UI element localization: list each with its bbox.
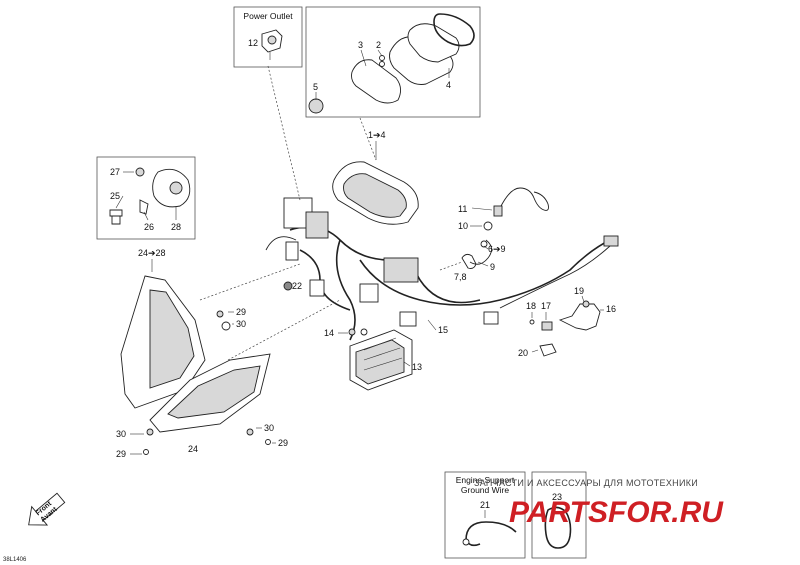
sensor-plug-11 (493, 205, 503, 217)
callout-25: 25 (110, 191, 120, 201)
callout-19: 19 (574, 286, 584, 296)
part-23-strap (544, 506, 572, 549)
callout-13: 13 (412, 362, 422, 372)
relay-17 (541, 321, 553, 331)
callout-24: 24 (188, 444, 198, 454)
gauge-lens (407, 23, 460, 63)
callout-29-c: 29 (278, 438, 288, 448)
callout-7-8: 7,8 (454, 272, 467, 282)
callout-28: 28 (171, 222, 181, 232)
power-outlet-box: Power Outlet 12 (233, 6, 303, 68)
harness-connector-a (399, 311, 417, 327)
grommet-22 (283, 281, 293, 291)
callout-16: 16 (606, 304, 616, 314)
headlight-fasteners: 29 30 30 29 30 29 (116, 307, 288, 459)
engine-support-title-1: Engine Support (456, 475, 515, 485)
instrument-cluster-box: 3 2 4 5 (305, 6, 481, 118)
callout-4: 4 (446, 80, 451, 90)
callout-2: 2 (376, 40, 381, 50)
watermark-logo: PARTSFOR.RU (509, 496, 724, 529)
callout-23: 23 (552, 492, 562, 502)
engine-support-ground-wire-box: Engine Support Ground Wire 21 (444, 471, 526, 559)
voltage-regulator (349, 329, 413, 391)
front-direction-arrow: Front Avant (28, 492, 66, 526)
watermark: ЗАПЧАСТИ И АКСЕССУАРЫ ДЛЯ МОТОТЕХНИКИ PA… (474, 478, 724, 529)
main-wiring-harness (265, 197, 619, 341)
callout-18: 18 (526, 301, 536, 311)
regulator-nut (360, 328, 368, 336)
callout-30-c: 30 (264, 423, 274, 433)
power-outlet-title: Power Outlet (243, 11, 293, 21)
switch-7-8 (461, 253, 477, 269)
callout-30-b: 30 (116, 429, 126, 439)
callout-6-9: 6➔9 (488, 244, 506, 254)
headlight-bulb (109, 209, 123, 225)
harness-end-connector (603, 235, 619, 247)
headlight-bulb-box: 27 25 26 28 (96, 156, 196, 240)
callout-14: 14 (324, 328, 334, 338)
callout-27: 27 (110, 167, 120, 177)
callout-21: 21 (480, 500, 490, 510)
diagram-code: 38L1406 (3, 557, 27, 563)
callout-29-b: 29 (116, 449, 126, 459)
callout-9: 9 (490, 262, 495, 272)
gauge-knob (308, 98, 324, 114)
callout-20: 20 (518, 348, 528, 358)
bulb-clip (139, 199, 149, 215)
callout-26: 26 (144, 222, 154, 232)
callout-30-a: 30 (236, 319, 246, 329)
callout-10: 10 (458, 221, 468, 231)
callout-12: 12 (248, 38, 258, 48)
harness-connector-b (483, 311, 499, 325)
headlight-assembly (120, 275, 271, 433)
relay-20 (539, 343, 557, 357)
fuse-block (383, 257, 419, 283)
callout-3: 3 (358, 40, 363, 50)
callout-22: 22 (292, 281, 302, 291)
watermark-tagline: ЗАПЧАСТИ И АКСЕССУАРЫ ДЛЯ МОТОТЕХНИКИ (474, 478, 698, 488)
callout-11: 11 (458, 204, 467, 214)
callout-5: 5 (313, 82, 318, 92)
relay-bracket-group (529, 295, 604, 357)
bulb-boot (135, 167, 145, 177)
seal-10 (483, 221, 493, 231)
instrument-cluster (332, 161, 419, 225)
bracket-16 (558, 303, 601, 331)
gauge-bezel (351, 59, 401, 104)
callout-17: 17 (541, 301, 551, 311)
callout-15: 15 (438, 325, 448, 335)
callout-24-28: 24➔28 (138, 248, 166, 258)
callout-1-4-top: 1➔4 (368, 130, 386, 140)
callout-29-a: 29 (236, 307, 246, 317)
regulator-screw (348, 328, 356, 336)
engine-support-title-2: Ground Wire (461, 485, 509, 495)
gauge-seal (433, 13, 475, 47)
sensor-cable (461, 187, 549, 269)
part-23-box: 23 (531, 471, 587, 559)
assembly-dashed-lines (199, 65, 463, 361)
